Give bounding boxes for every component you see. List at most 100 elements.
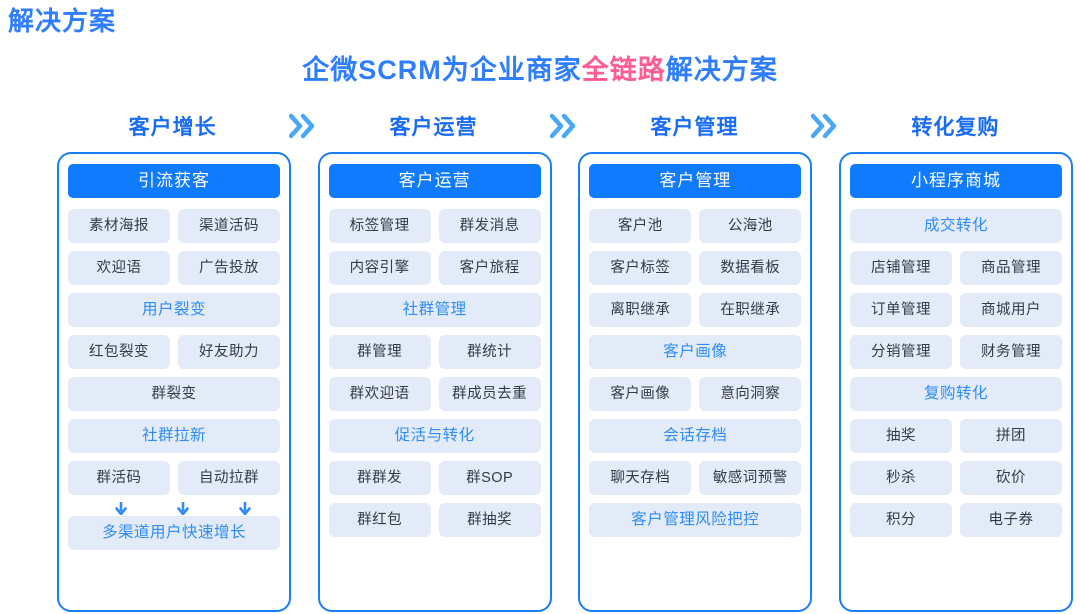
group-heading-cell[interactable]: 社群管理 [328,293,541,327]
solution-column-3: 客户管理 客户池公海池客户标签数据看板离职继承在职继承客户画像客户画像意向洞察会… [578,152,813,612]
stage-label-1: 客户增长 [128,116,217,139]
feature-cell[interactable]: 群SOP [438,461,541,495]
cell-pair: 红包裂变好友助力 [68,335,280,369]
feature-cell[interactable]: 敏感词预警 [699,461,802,495]
feature-cell[interactable]: 欢迎语 [68,251,170,285]
group-heading-cell[interactable]: 成交转化 [849,209,1062,243]
cell-pair: 群红包群抽奖 [328,503,541,537]
feature-cell[interactable]: 客户池 [589,209,692,243]
feature-cell[interactable]: 红包裂变 [68,335,170,369]
feature-cell[interactable]: 客户画像 [589,377,692,411]
cell-pair: 秒杀砍价 [849,461,1062,495]
chevron-right-icon-1 [288,113,318,139]
feature-cell[interactable]: 数据看板 [699,251,802,285]
group-heading-cell[interactable]: 社群拉新 [68,419,280,453]
title-part-2: 解决方案 [665,55,778,85]
cell-pair: 群群发群SOP [328,461,541,495]
feature-cell[interactable]: 财务管理 [959,335,1062,369]
corner-label: 解决方案 [8,6,117,36]
feature-cell[interactable]: 店铺管理 [849,251,952,285]
feature-cell[interactable]: 公海池 [699,209,802,243]
feature-cell[interactable]: 分销管理 [849,335,952,369]
cell-pair: 抽奖拼团 [849,419,1062,453]
cell-pair: 聊天存档敏感词预警 [589,461,802,495]
group-heading-cell[interactable]: 促活与转化 [328,419,541,453]
group-heading-cell[interactable]: 用户裂变 [68,293,280,327]
feature-cell[interactable]: 群群发 [328,461,431,495]
cell-pair: 客户画像意向洞察 [589,377,802,411]
feature-cell[interactable]: 群抽奖 [438,503,541,537]
column-header-3: 客户管理 [589,164,802,198]
feature-cell[interactable]: 好友助力 [178,335,280,369]
stage-label-4: 转化复购 [911,116,1000,139]
chevron-right-icon-2 [549,113,579,139]
feature-cell[interactable]: 秒杀 [849,461,952,495]
title-highlight: 全链路 [581,55,666,85]
feature-cell[interactable]: 砍价 [959,461,1062,495]
feature-cell[interactable]: 群欢迎语 [328,377,431,411]
feature-cell[interactable]: 群活码 [68,461,170,495]
cell-pair: 积分电子券 [849,503,1062,537]
feature-cell[interactable]: 电子券 [959,503,1062,537]
feature-cell[interactable]: 自动拉群 [178,461,280,495]
chevron-right-icon-3 [810,113,840,139]
cell-pair: 素材海报渠道活码 [68,209,280,243]
cell-pair: 订单管理商城用户 [849,293,1062,327]
feature-cell[interactable]: 群管理 [328,335,431,369]
cell-pair: 客户标签数据看板 [589,251,802,285]
group-heading-cell[interactable]: 多渠道用户快速增长 [68,516,280,550]
stage-label-row: 客户增长 客户运营 客户管理 转化复购 [57,104,1071,148]
cell-pair: 店铺管理商品管理 [849,251,1062,285]
group-heading-cell[interactable]: 复购转化 [849,377,1062,411]
arrow-down-icon [176,502,190,515]
arrow-down-icon [238,502,252,515]
group-heading-cell[interactable]: 客户管理风险把控 [589,503,802,537]
feature-cell[interactable]: 内容引擎 [328,251,431,285]
feature-cell[interactable]: 在职继承 [699,293,802,327]
feature-cell[interactable]: 抽奖 [849,419,952,453]
cell-pair: 分销管理财务管理 [849,335,1062,369]
feature-cell[interactable]: 群统计 [438,335,541,369]
feature-cell[interactable]: 订单管理 [849,293,952,327]
solution-column-4: 小程序商城 成交转化店铺管理商品管理订单管理商城用户分销管理财务管理复购转化抽奖… [838,152,1073,612]
cell-pair: 欢迎语广告投放 [68,251,280,285]
flow-arrows [68,502,280,515]
stage-label-3: 客户管理 [650,116,739,139]
column-body-1: 素材海报渠道活码欢迎语广告投放用户裂变红包裂变好友助力群裂变社群拉新群活码自动拉… [68,209,280,558]
feature-cell[interactable]: 拼团 [959,419,1062,453]
solution-column-1: 引流获客 素材海报渠道活码欢迎语广告投放用户裂变红包裂变好友助力群裂变社群拉新群… [57,152,291,612]
group-heading-cell[interactable]: 会话存档 [589,419,802,453]
feature-cell[interactable]: 离职继承 [589,293,692,327]
cell-pair: 群欢迎语群成员去重 [328,377,541,411]
feature-cell[interactable]: 商城用户 [959,293,1062,327]
feature-cell[interactable]: 意向洞察 [699,377,802,411]
feature-cell[interactable]: 素材海报 [68,209,170,243]
feature-cell[interactable]: 群裂变 [68,377,280,411]
page-title: 企微SCRM为企业商家全链路解决方案 [0,48,1080,87]
solution-columns: 引流获客 素材海报渠道活码欢迎语广告投放用户裂变红包裂变好友助力群裂变社群拉新群… [57,152,1073,612]
feature-cell[interactable]: 群发消息 [438,209,541,243]
feature-cell[interactable]: 广告投放 [178,251,280,285]
cell-pair: 离职继承在职继承 [589,293,802,327]
feature-cell[interactable]: 商品管理 [959,251,1062,285]
feature-cell[interactable]: 标签管理 [328,209,431,243]
feature-cell[interactable]: 积分 [849,503,952,537]
solution-column-2: 客户运营 标签管理群发消息内容引擎客户旅程社群管理群管理群统计群欢迎语群成员去重… [317,152,552,612]
cell-pair: 客户池公海池 [589,209,802,243]
feature-cell[interactable]: 群红包 [328,503,431,537]
feature-cell[interactable]: 客户标签 [589,251,692,285]
cell-pair: 群管理群统计 [328,335,541,369]
feature-cell[interactable]: 渠道活码 [178,209,280,243]
feature-cell[interactable]: 聊天存档 [589,461,692,495]
feature-cell[interactable]: 客户旅程 [438,251,541,285]
cell-pair: 内容引擎客户旅程 [328,251,541,285]
stage-label-2: 客户运营 [389,116,478,139]
feature-cell[interactable]: 群成员去重 [438,377,541,411]
cell-pair: 标签管理群发消息 [328,209,541,243]
column-header-4: 小程序商城 [849,164,1062,198]
arrow-down-icon [114,502,128,515]
column-body-4: 成交转化店铺管理商品管理订单管理商城用户分销管理财务管理复购转化抽奖拼团秒杀砍价… [849,209,1062,545]
column-header-1: 引流获客 [68,164,280,198]
column-body-3: 客户池公海池客户标签数据看板离职继承在职继承客户画像客户画像意向洞察会话存档聊天… [589,209,802,545]
group-heading-cell[interactable]: 客户画像 [589,335,802,369]
